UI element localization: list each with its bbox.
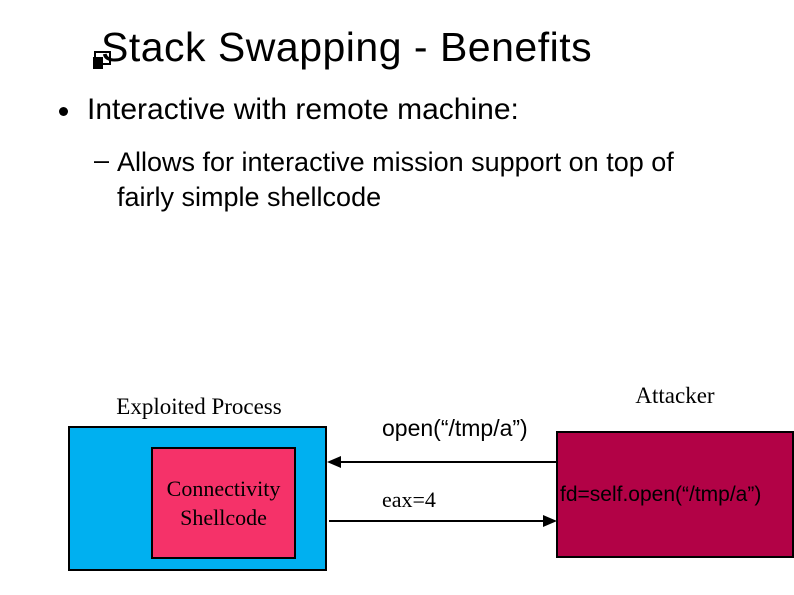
arrow-right-line	[329, 520, 545, 522]
attacker-label: Attacker	[635, 383, 715, 408]
bullet-dot-icon	[59, 107, 68, 116]
attacker-box-text: fd=self.open(“/tmp/a”)	[560, 482, 762, 506]
arrow-label-open: open(“/tmp/a”)	[382, 415, 528, 441]
slide-title: Stack Swapping - Benefits	[101, 24, 593, 70]
arrow-right-head-icon	[543, 515, 557, 527]
exploited-process-label: Exploited Process	[116, 394, 282, 419]
connectivity-shellcode-label: Connectivity Shellcode	[166, 476, 281, 530]
sub-bullet-text: Allows for interactive mission support o…	[117, 147, 674, 212]
connectivity-shellcode-box: Connectivity Shellcode	[151, 447, 296, 559]
attacker-box: fd=self.open(“/tmp/a”)	[556, 431, 794, 558]
bullet-text: Interactive with remote machine:	[87, 93, 519, 126]
dash-bullet-icon: –	[94, 145, 110, 175]
arrow-label-eax: eax=4	[382, 487, 436, 512]
placeholder-square-fill	[93, 57, 103, 69]
placeholder-square-icon	[93, 51, 111, 69]
arrow-left-head-icon	[327, 456, 341, 468]
arrow-left-line	[334, 461, 558, 463]
